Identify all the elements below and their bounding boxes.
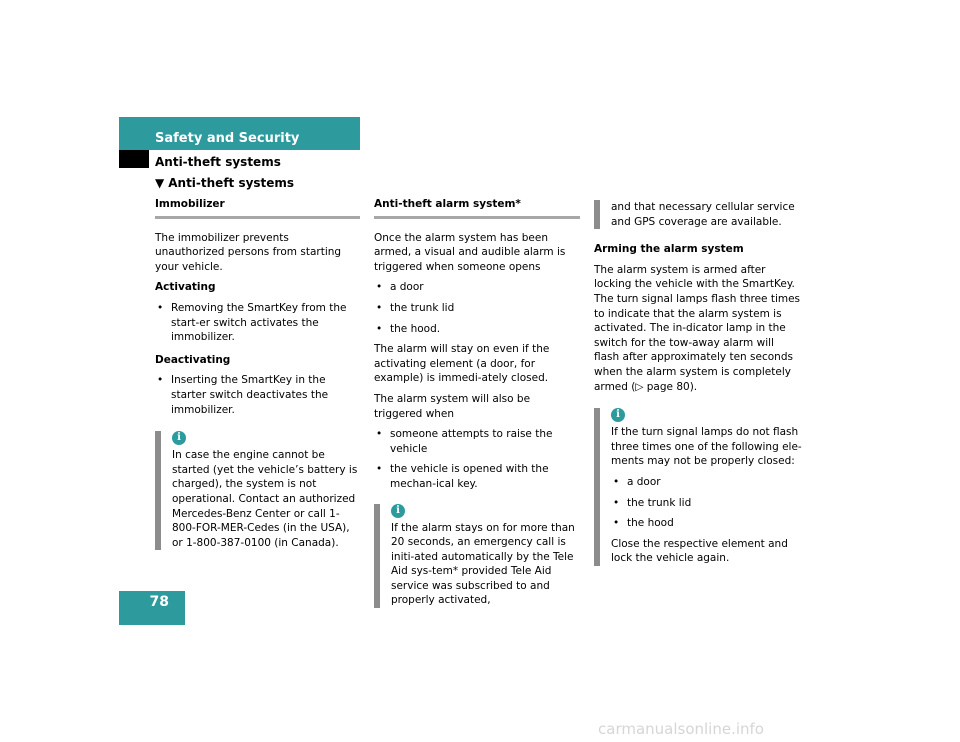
- list-item: Removing the SmartKey from the start-er …: [155, 301, 360, 345]
- note-text: If the turn signal lamps do not flash th…: [611, 426, 802, 468]
- note-bar: [374, 503, 380, 609]
- immobilizer-heading: Immobilizer: [155, 198, 225, 210]
- alarm-note: i If the alarm stays on for more than 20…: [374, 503, 580, 609]
- alarm-trigger-list-2: someone attempts to raise the vehicle th…: [374, 427, 580, 491]
- column-arming: and that necessary cellular service and …: [594, 200, 802, 566]
- list-item: the trunk lid: [374, 301, 580, 316]
- list-item: Inserting the SmartKey in the starter sw…: [155, 373, 360, 417]
- info-icon: i: [172, 431, 186, 446]
- info-icon: i: [391, 503, 405, 518]
- note-text: If the alarm stays on for more than 20 s…: [391, 521, 575, 607]
- note-bar: [155, 431, 161, 551]
- watermark: carmanualsonline.info: [598, 720, 764, 738]
- info-icon: i: [611, 408, 625, 423]
- list-item: someone attempts to raise the vehicle: [374, 427, 580, 456]
- list-item: the trunk lid: [611, 496, 802, 511]
- immobilizer-note: i In case the engine cannot be started (…: [155, 431, 360, 551]
- alarm-also-triggered-text: The alarm system will also be triggered …: [374, 392, 531, 420]
- arming-text: The alarm system is armed after locking …: [594, 263, 801, 393]
- subsubsection-label: Anti-theft systems: [168, 176, 295, 190]
- deactivating-list: Inserting the SmartKey in the starter sw…: [155, 373, 360, 417]
- column-immobilizer: Immobilizer The immobilizer prevents una…: [155, 197, 360, 551]
- heading-rule: [374, 215, 580, 219]
- note-bar: [594, 408, 600, 566]
- unclosed-elements-list: a door the trunk lid the hood: [611, 475, 802, 531]
- turn-signal-note: i If the turn signal lamps do not flash …: [594, 408, 802, 566]
- column-alarm: Anti-theft alarm system* Once the alarm …: [374, 197, 580, 609]
- list-item: the hood: [611, 516, 802, 531]
- subsection-title: Anti-theft systems: [155, 155, 281, 169]
- alarm-trigger-list: a door the trunk lid the hood.: [374, 280, 580, 336]
- alarm-intro: Once the alarm system has been armed, a …: [374, 231, 566, 273]
- note-text: In case the engine cannot be started (ye…: [172, 449, 358, 549]
- list-item: the vehicle is opened with the mechan-ic…: [374, 462, 580, 491]
- activating-list: Removing the SmartKey from the start-er …: [155, 301, 360, 345]
- list-item: a door: [374, 280, 580, 295]
- section-title: Safety and Security: [155, 131, 300, 146]
- subsubsection-title: ▼Anti-theft systems: [155, 176, 294, 190]
- alarm-heading: Anti-theft alarm system*: [374, 198, 521, 210]
- note-text: and that necessary cellular service and …: [611, 201, 795, 228]
- arming-label: Arming the alarm system: [594, 243, 744, 256]
- list-item: a door: [611, 475, 802, 490]
- alarm-stay-on-text: The alarm will stay on even if the activ…: [374, 343, 550, 385]
- activating-label: Activating: [155, 281, 216, 294]
- page-number-box: [119, 591, 185, 625]
- section-marker: [119, 150, 149, 168]
- immobilizer-intro: The immobilizer prevents unauthorized pe…: [155, 231, 342, 273]
- note-bar: [594, 200, 600, 230]
- page-number: 78: [149, 594, 169, 610]
- heading-rule: [155, 215, 360, 219]
- list-item: the hood.: [374, 322, 580, 337]
- deactivating-label: Deactivating: [155, 353, 231, 366]
- triangle-down-icon: ▼: [155, 176, 165, 190]
- alarm-note-continued: and that necessary cellular service and …: [594, 200, 802, 230]
- section-header-band: [119, 117, 360, 150]
- note-text: Close the respective element and lock th…: [611, 537, 788, 565]
